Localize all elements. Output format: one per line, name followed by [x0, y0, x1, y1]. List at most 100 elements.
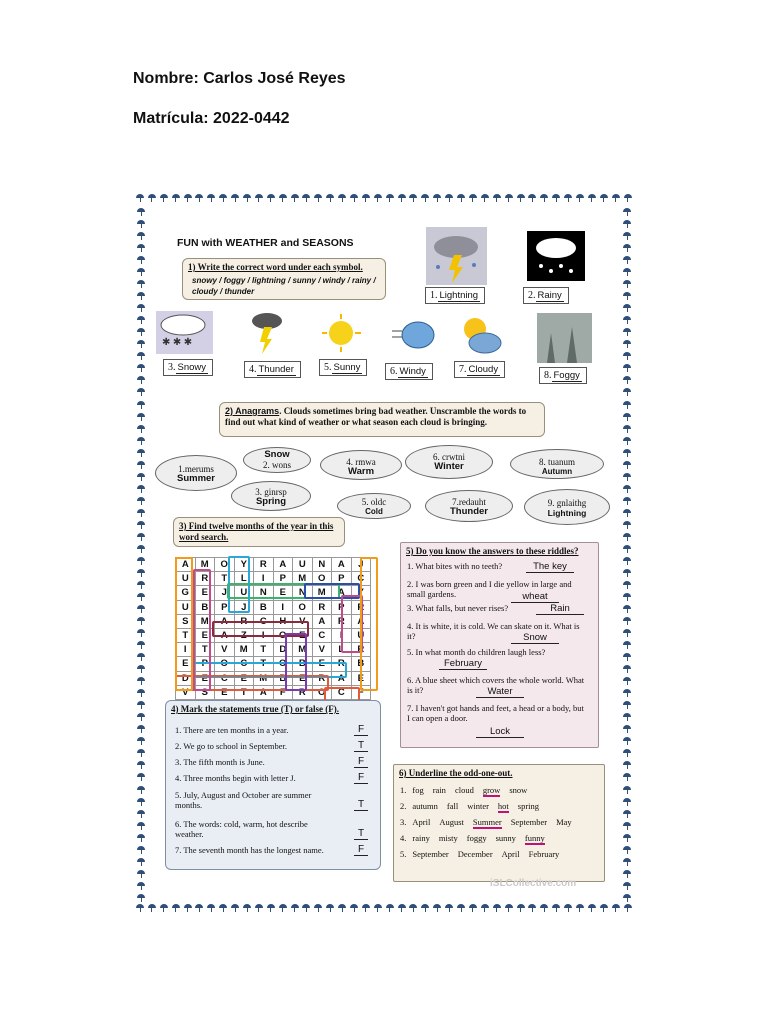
- grid-cell: V: [311, 642, 332, 658]
- umbrella-border-icon: [136, 797, 146, 807]
- word-highlight: [212, 621, 309, 637]
- bottom-border: [135, 903, 633, 917]
- answer-7: 7.Cloudy: [454, 361, 506, 378]
- grid-cell: A: [331, 556, 352, 573]
- word-highlight: [304, 583, 360, 599]
- word-highlight: [175, 557, 193, 691]
- riddle-question: 2. I was born green and I die yellow in …: [407, 579, 572, 599]
- riddle-answer: Lock: [476, 726, 524, 738]
- umbrella-border-icon: [349, 193, 359, 203]
- answer-4-num: 4.: [249, 364, 257, 375]
- umbrella-border-icon: [622, 339, 632, 349]
- umbrella-border-icon: [563, 193, 573, 203]
- umbrella-border-icon: [325, 903, 335, 913]
- umbrella-border-icon: [136, 375, 146, 385]
- umbrella-border-icon: [136, 460, 146, 470]
- umbrella-border-icon: [349, 903, 359, 913]
- umbrella-border-icon: [136, 580, 146, 590]
- umbrella-border-icon: [136, 700, 146, 710]
- umbrella-border-icon: [385, 193, 395, 203]
- riddle-answer: February: [439, 658, 487, 670]
- umbrella-border-icon: [136, 712, 146, 722]
- umbrella-border-icon: [622, 436, 632, 446]
- umbrella-border-icon: [622, 833, 632, 843]
- odd-row-number: 5.: [400, 849, 407, 859]
- umbrella-border-icon: [622, 628, 632, 638]
- umbrella-border-icon: [183, 193, 193, 203]
- umbrella-border-icon: [622, 676, 632, 686]
- statement-answer: F: [354, 757, 368, 768]
- anagram-9-answer: Lightning: [547, 508, 587, 518]
- grid-cell: O: [292, 599, 313, 615]
- umbrella-border-icon: [136, 484, 146, 494]
- umbrella-border-icon: [622, 508, 632, 518]
- word-highlight: [193, 569, 211, 691]
- umbrella-border-icon: [622, 688, 632, 698]
- answer-3-num: 3.: [168, 362, 176, 373]
- anagram-2-scramble: 2. wons: [262, 460, 291, 470]
- grid-cell: B: [253, 599, 274, 615]
- umbrella-border-icon: [622, 640, 632, 650]
- umbrella-border-icon: [622, 243, 632, 253]
- umbrella-border-icon: [136, 881, 146, 891]
- odd-row-word: funny: [524, 833, 545, 845]
- section5-instruction: 5) Do you know the answers to these ridd…: [406, 546, 579, 556]
- worksheet: FUN with WEATHER and SEASONS 1) Write th…: [135, 193, 633, 917]
- umbrella-border-icon: [136, 592, 146, 602]
- umbrella-border-icon: [218, 903, 228, 913]
- umbrella-border-icon: [136, 472, 146, 482]
- answer-5-word: Sunny: [331, 362, 363, 374]
- umbrella-border-icon: [242, 193, 252, 203]
- statement-text: 5. July, August and October are summer m…: [175, 790, 312, 810]
- answer-2: 2.Rainy: [523, 287, 569, 304]
- answer-1-num: 1.: [430, 290, 438, 301]
- umbrella-border-icon: [622, 700, 632, 710]
- umbrella-border-icon: [622, 219, 632, 229]
- anagram-6-answer: Winter: [434, 461, 464, 472]
- umbrella-border-icon: [159, 193, 169, 203]
- grid-cell: V: [214, 642, 235, 658]
- umbrella-border-icon: [136, 857, 146, 867]
- answer-3: 3.Snowy: [163, 359, 214, 376]
- answer-6-word: Windy: [397, 366, 428, 378]
- umbrella-border-icon: [622, 351, 632, 361]
- umbrella-border-icon: [171, 193, 181, 203]
- anagram-8-answer: Autumn: [541, 467, 573, 476]
- answer-6: 6.Windy: [385, 363, 433, 380]
- answer-5: 5.Sunny: [319, 359, 368, 376]
- odd-row-word: cloud: [454, 785, 474, 795]
- umbrella-border-icon: [622, 652, 632, 662]
- odd-row-word: winter: [467, 801, 489, 811]
- anagram-3-scramble: 3. ginrsp: [255, 487, 287, 497]
- umbrella-border-icon: [622, 375, 632, 385]
- umbrella-border-icon: [397, 903, 407, 913]
- thunder-cloud-icon: [250, 311, 284, 355]
- umbrella-border-icon: [492, 903, 502, 913]
- umbrella-border-icon: [575, 193, 585, 203]
- answer-4-word: Thunder: [256, 364, 296, 376]
- umbrella-border-icon: [147, 903, 157, 913]
- umbrella-border-icon: [136, 520, 146, 530]
- umbrella-border-icon: [136, 219, 146, 229]
- umbrella-border-icon: [136, 339, 146, 349]
- umbrella-border-icon: [136, 436, 146, 446]
- umbrella-border-icon: [611, 193, 621, 203]
- umbrella-border-icon: [504, 903, 514, 913]
- umbrella-border-icon: [136, 412, 146, 422]
- section1-instruction: 1) Write the correct word under each sym…: [188, 262, 363, 272]
- student-id: Matrícula: 2022-0442: [133, 110, 290, 127]
- odd-row-word: rainy: [412, 833, 430, 843]
- grid-cell: M: [233, 642, 254, 658]
- umbrella-border-icon: [468, 903, 478, 913]
- umbrella-border-icon: [622, 267, 632, 277]
- anagram-1-scramble: 1.merums: [178, 464, 214, 474]
- umbrella-border-icon: [622, 532, 632, 542]
- statement-answer: T: [354, 800, 368, 811]
- umbrella-border-icon: [622, 857, 632, 867]
- umbrella-border-icon: [622, 772, 632, 782]
- anagram-7-scramble: 7.redauht: [452, 497, 486, 507]
- umbrella-border-icon: [136, 303, 146, 313]
